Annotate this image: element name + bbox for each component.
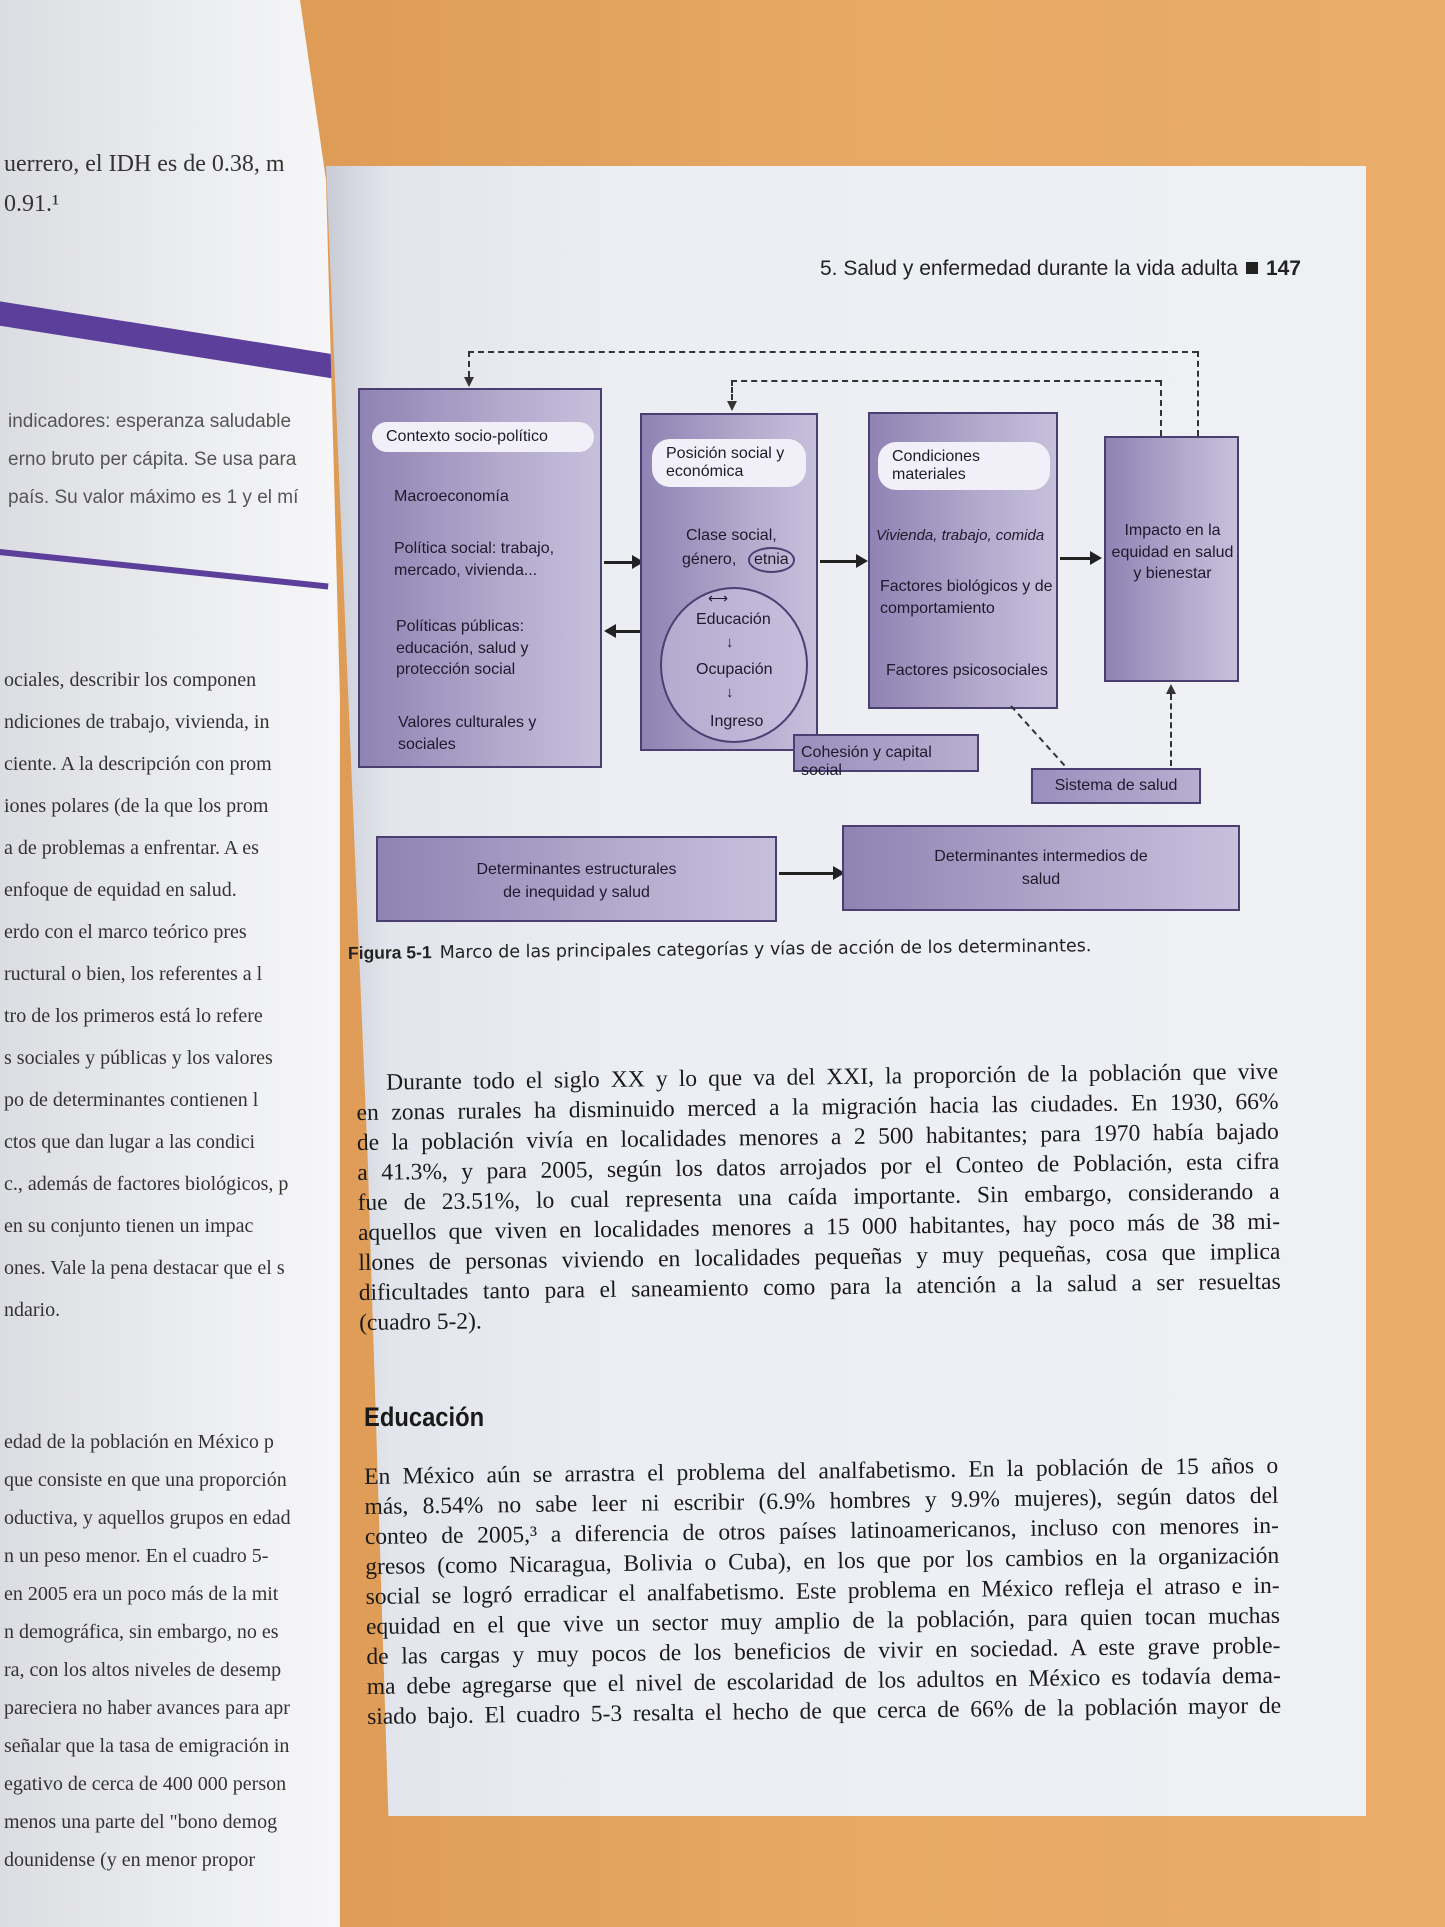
box-title-pill: Condiciones materiales <box>878 442 1050 490</box>
text-line: oductiva, y aquellos grupos en edad <box>4 1507 291 1529</box>
text-line: país. Su valor máximo es 1 y el mí <box>8 487 299 508</box>
text-line: ones. Vale la pena destacar que el s <box>4 1257 285 1279</box>
arrow-right-icon <box>1060 551 1102 565</box>
box-sistema-salud: Sistema de salud <box>1031 768 1201 804</box>
text-line: en 2005 era un poco más de la mit <box>4 1583 279 1605</box>
text-line: erdo con el marco teórico pres <box>4 921 247 943</box>
arrow-down-icon: ↓ <box>726 684 734 701</box>
text-line: ndiciones de trabajo, vivienda, in <box>4 711 270 733</box>
box-item: Valores culturales y sociales <box>398 714 537 753</box>
arrow-right-icon <box>779 866 845 880</box>
arrow-right-icon <box>820 554 868 568</box>
arrow-left-icon <box>604 624 640 638</box>
chapter-title: 5. Salud y enfermedad durante la vida ad… <box>820 257 1238 280</box>
text-line: egativo de cerca de 400 000 person <box>4 1773 287 1795</box>
box-title: Impacto en la equidad en salud y bienest… <box>1111 522 1234 583</box>
box-condiciones-materiales: Condiciones materiales Vivienda, trabajo… <box>868 412 1058 709</box>
text-line: edad de la población en México p <box>4 1431 274 1453</box>
box-impacto-equidad: Impacto en la equidad en salud y bienest… <box>1104 436 1239 682</box>
dashed-link-vertical <box>1170 694 1172 766</box>
feedback-line-inner-drop <box>731 380 733 400</box>
text-line: po de determinantes contienen l <box>4 1089 259 1111</box>
text-line: que consiste en que una proporción <box>4 1469 287 1491</box>
left-page-text: uerrero, el IDH es de 0.38, m 0.91.¹ ind… <box>0 0 340 1927</box>
paragraph-educacion: En México aún se arrastra el problema de… <box>364 1451 1281 1732</box>
legend-determinantes-intermedios: Determinantes intermedios de salud <box>842 825 1240 911</box>
box-item: Política social: trabajo, mercado, vivie… <box>394 540 555 579</box>
text-line: ociales, describir los componen <box>4 669 257 691</box>
text-line: en su conjunto tienen un impac <box>4 1215 254 1237</box>
text-line: ndario. <box>4 1299 61 1321</box>
text-line: ctos que dan lugar a las condici <box>4 1131 256 1153</box>
box-item: Factores psicosociales <box>886 662 1048 679</box>
box-item-ingreso: Ingreso <box>710 713 764 730</box>
square-bullet-icon <box>1245 262 1258 274</box>
text-line: ructural o bien, los referentes a l <box>4 963 263 985</box>
arrow-down-icon <box>464 377 474 387</box>
feedback-line-outer <box>468 351 1198 353</box>
figure-label: Figura 5-1 <box>347 942 432 963</box>
box-posicion-social: Posición social y económica Clase social… <box>640 413 818 751</box>
text-line: n demográfica, sin embargo, no es <box>4 1621 279 1643</box>
text-line: c., además de factores biológicos, p <box>4 1173 289 1195</box>
text-line: tro de los primeros está lo refere <box>4 1005 263 1027</box>
box-item-ocupacion: Ocupación <box>696 661 773 678</box>
circle-socioeconomic <box>660 587 808 743</box>
feedback-line-inner-v <box>1160 380 1162 436</box>
feedback-line-inner <box>731 380 1161 382</box>
box-cohesion-capital-social: Cohesión y capital social <box>793 734 979 779</box>
text-line: menos una parte del "bono demog <box>4 1811 278 1833</box>
text-line: señalar que la tasa de emigración in <box>4 1735 290 1757</box>
box-item-etnia: etnia <box>748 547 795 573</box>
box-item: Factores biológicos y de comportamiento <box>880 578 1053 617</box>
box-item-educacion: Educación <box>696 611 771 628</box>
paragraph-poblacion-rural: Durante todo el siglo XX y lo que va del… <box>356 1057 1281 1338</box>
text-line: s sociales y públicas y los valores <box>4 1047 273 1069</box>
text-line: erno bruto per cápita. Se usa para <box>8 449 297 470</box>
box-item-clase: Clase social, <box>686 527 777 544</box>
text-line: ra, con los altos niveles de desemp <box>4 1659 282 1681</box>
text-line: iones polares (de la que los prom <box>4 795 269 817</box>
box-item: Políticas públicas: educación, salud y p… <box>396 618 529 679</box>
text-line: enfoque de equidad en salud. <box>4 879 237 901</box>
box-title-pill: Contexto socio-político <box>372 422 594 452</box>
arrow-down-icon: ↓ <box>726 634 734 651</box>
text-line: uerrero, el IDH es de 0.38, m <box>4 151 285 177</box>
page-number: 147 <box>1265 257 1301 280</box>
arrow-down-icon <box>727 401 737 411</box>
feedback-line-outer-drop <box>468 351 470 377</box>
text-line: a de problemas a enfrentar. A es <box>4 837 259 859</box>
text-line: n un peso menor. En el cuadro 5- <box>4 1545 269 1567</box>
text-line: pareciera no haber avances para apr <box>4 1697 290 1719</box>
feedback-line-outer-v <box>1197 351 1199 436</box>
section-heading-educacion: Educación <box>364 1402 485 1432</box>
running-header: 5. Salud y enfermedad durante la vida ad… <box>820 257 1301 281</box>
arrow-up-icon <box>1166 684 1176 694</box>
box-item: Macroeconomía <box>394 488 509 505</box>
box-item-genero: género, <box>682 551 737 568</box>
legend-determinantes-estructurales: Determinantes estructurales de inequidad… <box>376 836 777 922</box>
box-title-pill: Posición social y económica <box>652 439 806 487</box>
text-line: dounidense (y en menor propor <box>4 1849 256 1871</box>
box-item: Vivienda, trabajo, comida <box>876 527 1045 544</box>
arrow-right-icon <box>604 555 644 569</box>
left-page <box>0 0 340 1927</box>
double-arrow-icon: ⟷ <box>708 590 729 606</box>
text-line: indicadores: esperanza saludable <box>8 411 292 432</box>
text-line: ciente. A la descripción con prom <box>4 753 272 775</box>
text-line: 0.91.¹ <box>4 191 60 217</box>
box-contexto-sociopolitico: Contexto socio-político Macroeconomía Po… <box>358 388 602 768</box>
